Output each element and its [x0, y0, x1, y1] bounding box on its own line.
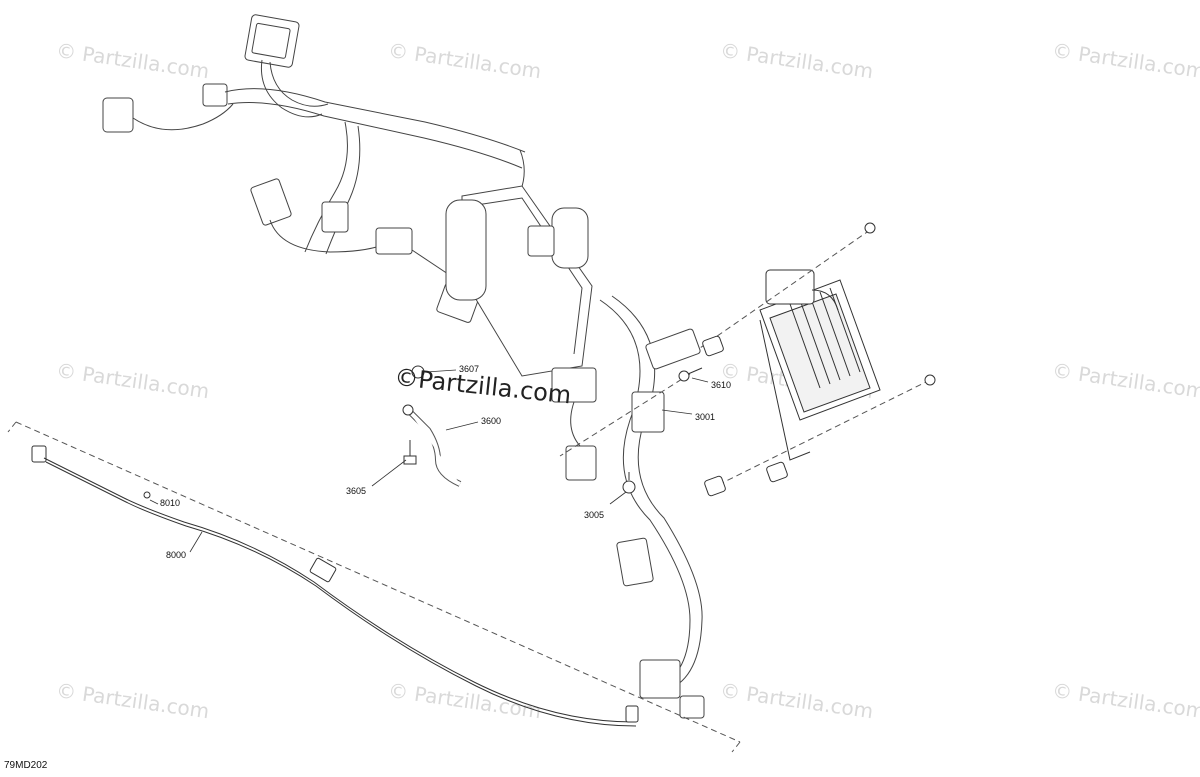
nut-bottom[interactable] — [924, 374, 936, 386]
callout-3600[interactable]: 3600 — [481, 416, 502, 426]
nut-3005[interactable] — [622, 472, 636, 494]
figure-code: 79MD202 — [4, 760, 48, 771]
leader-lines — [7, 229, 931, 753]
spacer-upper[interactable] — [702, 335, 724, 357]
nut-top[interactable] — [864, 222, 876, 234]
bolt-3610[interactable] — [678, 367, 703, 382]
callout-3001[interactable]: 3001 — [695, 412, 716, 422]
callout-8010[interactable]: 8010 — [160, 498, 181, 508]
bolt-3605[interactable] — [403, 440, 417, 465]
nut-3607[interactable] — [411, 365, 425, 379]
callout-3607[interactable]: 3607 — [459, 364, 480, 374]
callout-3005[interactable]: 3005 — [584, 510, 605, 520]
callout-leaders — [149, 369, 709, 553]
main-wiring-harness[interactable] — [102, 14, 705, 719]
spacer-lower-left[interactable] — [704, 475, 726, 497]
sensor-harness-8000[interactable] — [31, 445, 639, 727]
callout-8000[interactable]: 8000 — [166, 550, 187, 560]
voltage-regulator[interactable] — [759, 269, 881, 461]
spacer-lower-right[interactable] — [766, 461, 788, 483]
ground-cable-3600[interactable] — [402, 404, 462, 487]
callout-3610[interactable]: 3610 — [711, 380, 732, 390]
callout-3605[interactable]: 3605 — [346, 486, 367, 496]
